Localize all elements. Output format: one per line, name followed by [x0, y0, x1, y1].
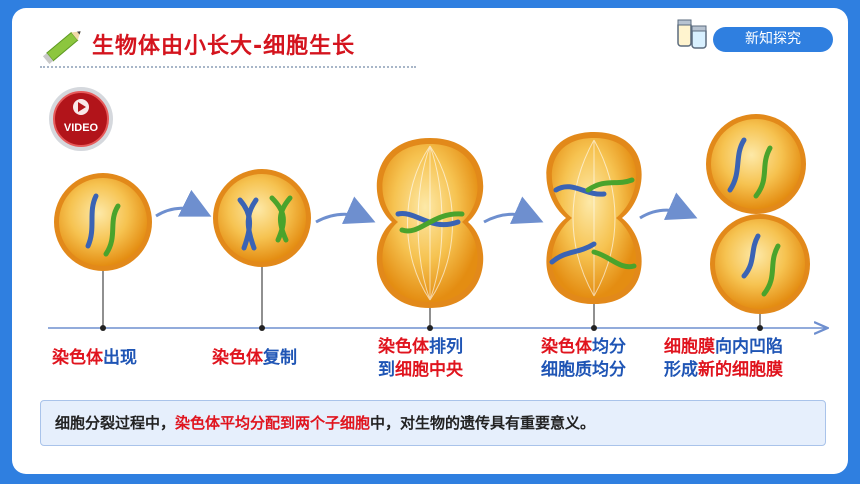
stage-label-line: 细胞膜向内凹陷 [664, 336, 783, 359]
stage-label-part: 细胞膜 [664, 337, 715, 357]
stage-label-part: 排列 [429, 337, 463, 357]
stage-label-line: 染色体排列 [378, 336, 463, 359]
video-play-icon [73, 99, 89, 115]
stage-label-part: 染色体 [212, 348, 263, 368]
title-underline [40, 66, 416, 68]
stage-label-part: 到 [378, 360, 395, 380]
stage-label-part: 新的细胞膜 [698, 360, 783, 380]
jars-icon [677, 19, 707, 49]
cell-stage-1 [54, 173, 152, 331]
summary-text: 中，对生物的遗传具有重要意义。 [370, 414, 596, 432]
stage-label-part: 染色体 [52, 348, 103, 368]
arrow-right-icon [483, 196, 544, 224]
arrow-right-icon [639, 192, 698, 220]
section-tag-button[interactable]: 新知探究 [713, 27, 833, 52]
video-play-button[interactable]: VIDEO [48, 86, 114, 152]
stage-label-2: 染色体复制 [212, 347, 297, 370]
stage-label-line: 形成新的细胞膜 [664, 359, 783, 382]
summary-box: 细胞分裂过程中，染色体平均分配到两个子细胞中，对生物的遗传具有重要意义。 [40, 400, 826, 446]
stage-label-part: 细胞质 [541, 360, 592, 380]
stage-label-line: 细胞质均分 [541, 359, 626, 382]
video-label: VIDEO [64, 122, 99, 134]
summary-text: 细胞分裂过程中， [55, 414, 176, 432]
stage-label-1: 染色体出现 [52, 347, 137, 370]
stage-label-part: 染色体 [378, 337, 429, 357]
cell-stage-2 [213, 169, 311, 331]
stage-label-3: 染色体排列 到细胞中央 [378, 336, 463, 382]
stage-label-part: 向内凹陷 [715, 337, 783, 357]
pencil-icon [42, 31, 81, 64]
cell-stage-3 [376, 138, 484, 331]
arrow-right-icon [315, 196, 376, 224]
arrow-right-icon [155, 189, 212, 218]
page-title: 生物体由小长大-细胞生长 [92, 34, 356, 59]
stage-label-part: 出现 [103, 348, 137, 368]
cell-stage-4 [546, 132, 642, 331]
stage-label-part: 细胞中央 [395, 360, 463, 380]
stage-label-line: 到细胞中央 [378, 359, 463, 382]
stage-label-part: 均分 [592, 360, 626, 380]
stage-label-part: 均分 [592, 337, 626, 357]
stage-label-5: 细胞膜向内凹陷 形成新的细胞膜 [664, 336, 783, 382]
stage-label-4: 染色体均分 细胞质均分 [541, 336, 626, 382]
stage-label-part: 染色体 [541, 337, 592, 357]
stage-label-part: 复制 [263, 348, 297, 368]
stage-label-part: 形成 [664, 360, 698, 380]
cell-stage-5 [706, 114, 810, 331]
summary-highlight: 染色体平均分配到两个子细胞 [175, 414, 371, 432]
stage-label-line: 染色体均分 [541, 336, 626, 359]
